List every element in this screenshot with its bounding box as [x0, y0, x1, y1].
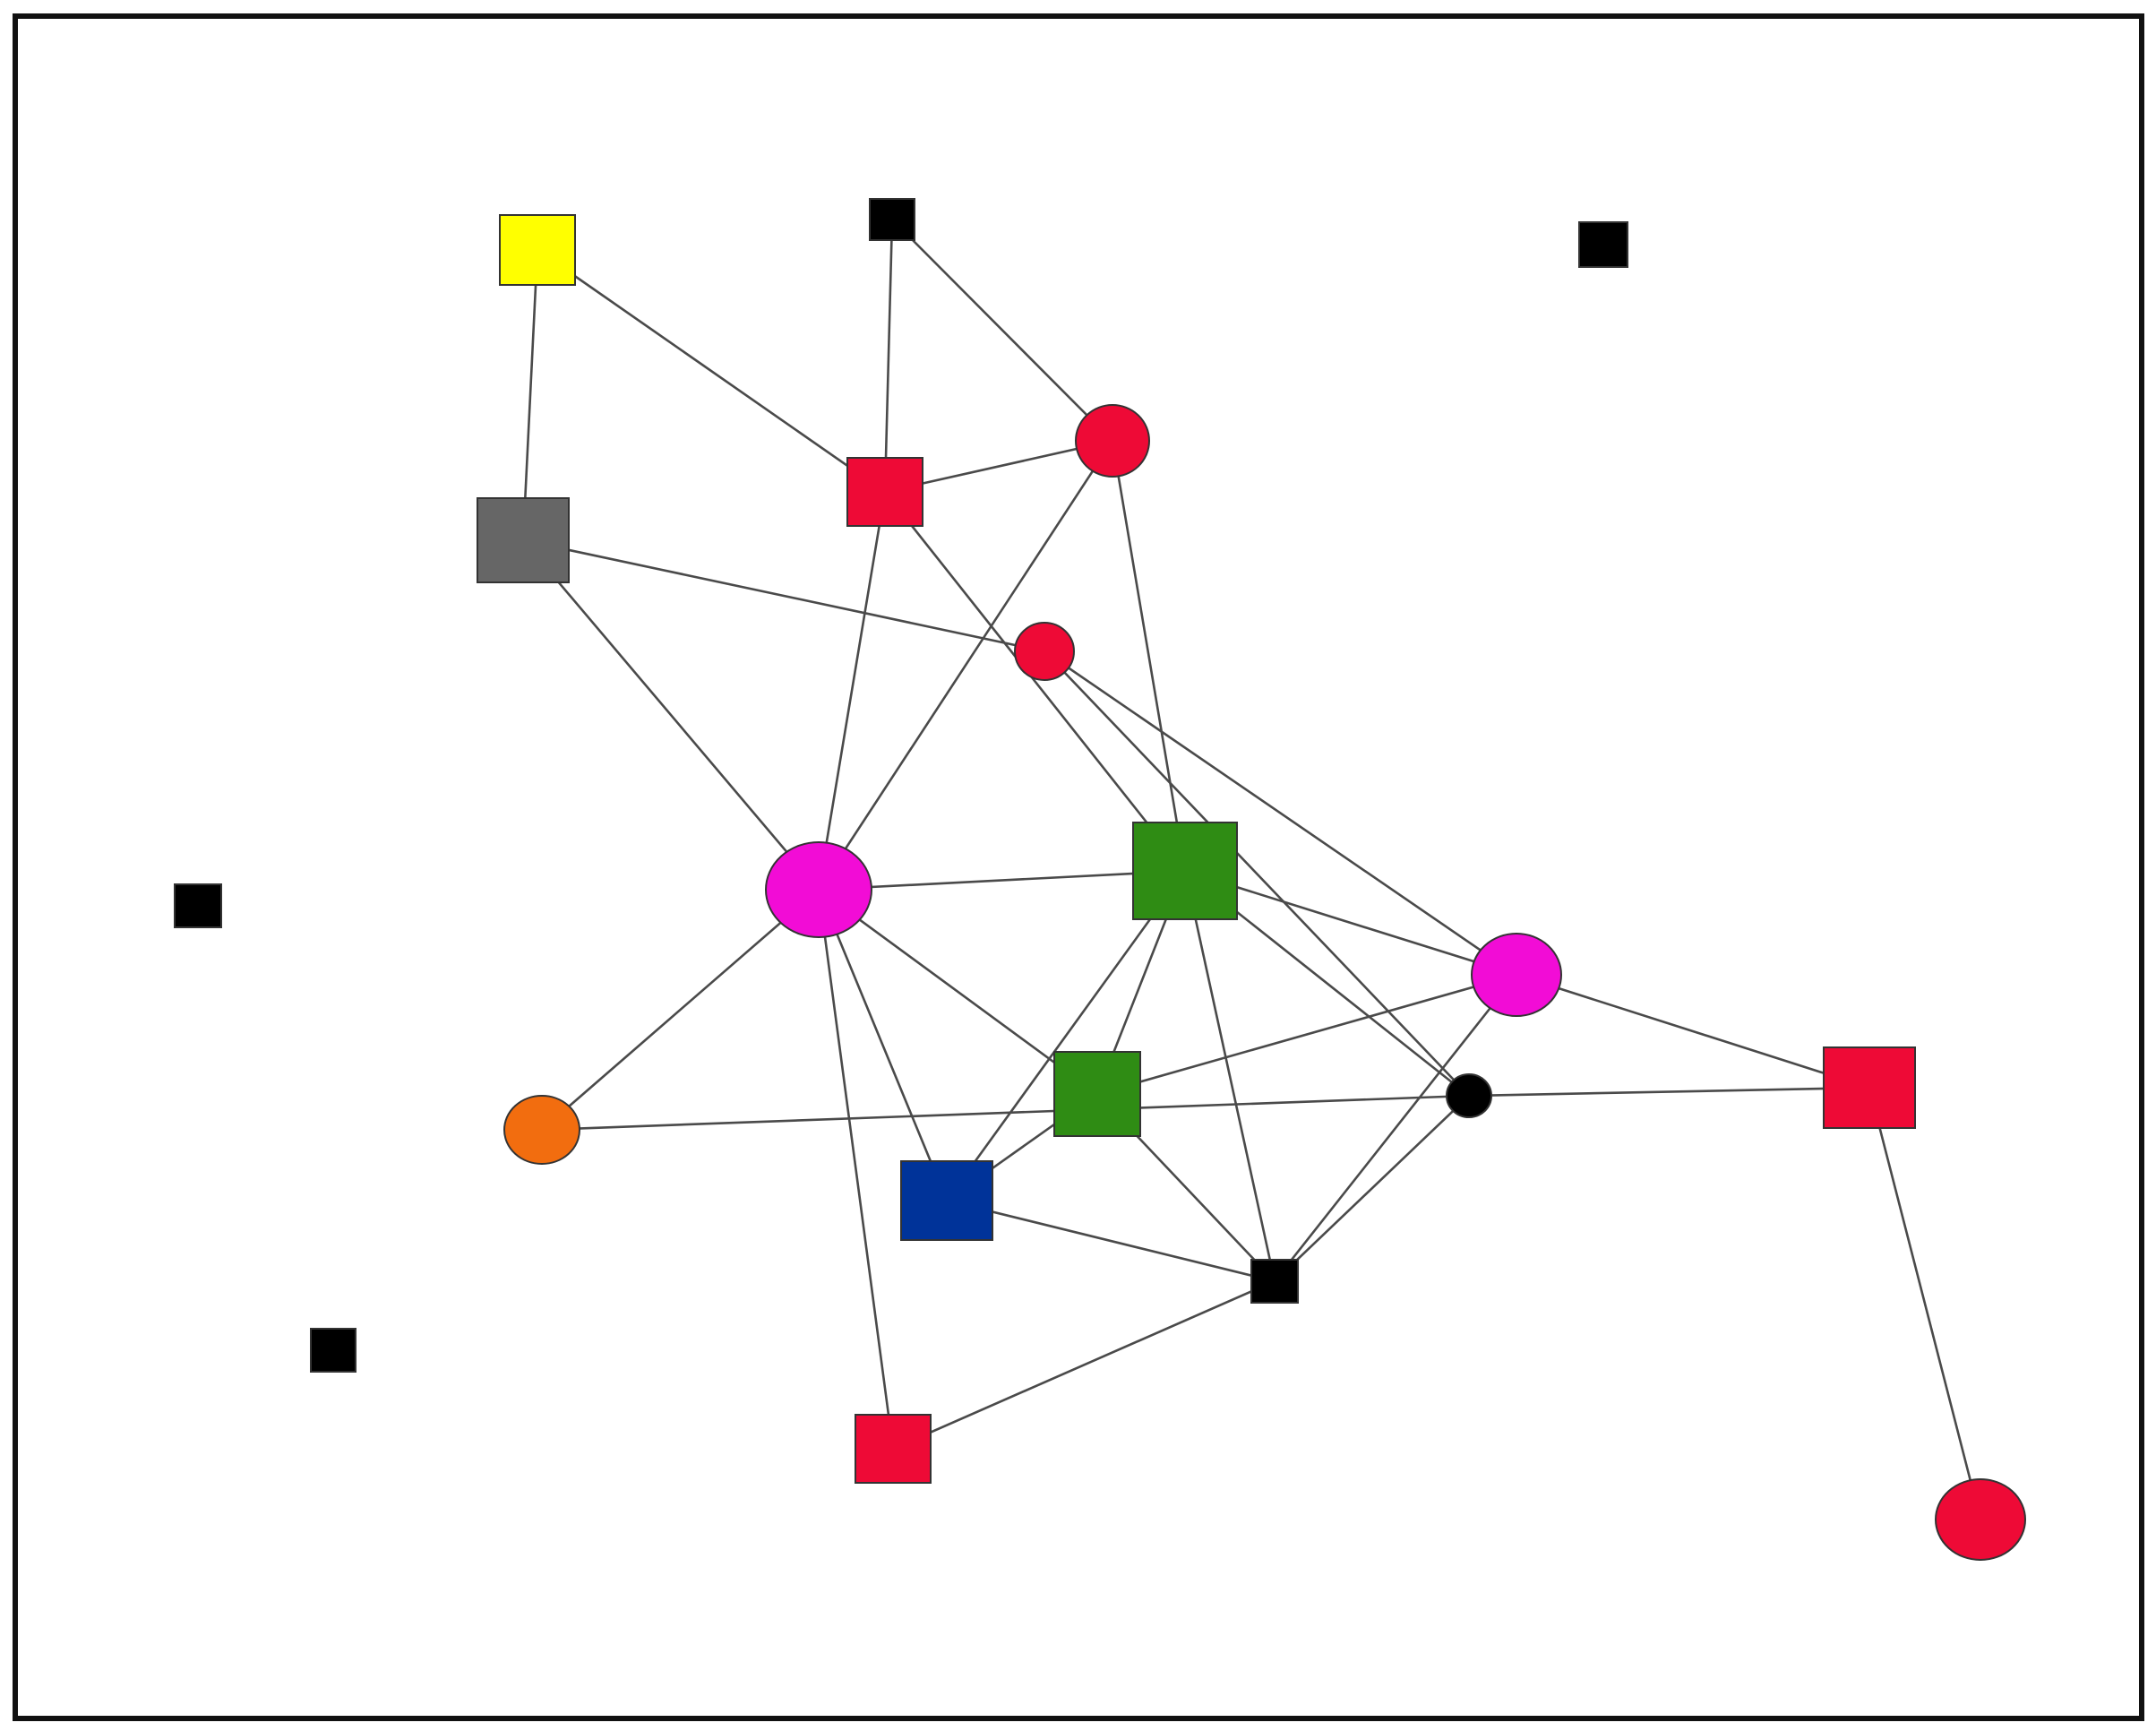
edge-n_red_square_top-n_magenta_big	[817, 491, 887, 891]
edge-n_red_circle_top-n_green_big	[1111, 440, 1187, 872]
node-magenta-right	[1471, 933, 1562, 1017]
edge-n_red_square_top-n_green_big	[883, 491, 1187, 872]
edge-n_magenta_big-n_green_small	[818, 888, 1098, 1096]
edges-layer	[521, 219, 1982, 1520]
edge-n_green_big-n_black_mid	[1183, 870, 1276, 1282]
edge-n_magenta_right-n_black_mid	[1273, 974, 1518, 1282]
node-black-left	[174, 883, 222, 928]
node-green-small	[1053, 1051, 1141, 1137]
node-black-topright	[1578, 221, 1628, 268]
edge-n_black_mid-n_red_square_bottom	[892, 1279, 1276, 1451]
edge-n_yellow-n_red_square_top	[537, 248, 886, 494]
edge-n_red_square_right-n_red_circle_bottom	[1868, 1087, 1982, 1520]
node-red-square-bottom	[855, 1414, 932, 1484]
edge-n_black_top-n_red_circle_top	[891, 219, 1113, 442]
diagram-frame	[13, 13, 2144, 1721]
edge-n_gray-n_red_circle_small	[522, 538, 1045, 653]
node-red-circle-bottom	[1935, 1478, 2026, 1561]
edge-n_red_circle_small-n_black_dot	[1044, 650, 1470, 1097]
edge-n_green_big-n_blue	[945, 870, 1187, 1201]
edge-n_magenta_big-n_red_square_bottom	[817, 889, 895, 1450]
edge-n_magenta_big-n_orange	[541, 889, 820, 1131]
edge-n_black_dot-n_red_square_right	[1468, 1086, 1870, 1098]
node-yellow	[499, 214, 576, 286]
edge-n_red_circle_top-n_magenta_big	[817, 440, 1114, 891]
node-black-top	[869, 198, 915, 241]
edge-n_black_dot-n_black_mid	[1274, 1095, 1470, 1282]
node-magenta-big	[765, 841, 872, 938]
node-black-dot	[1446, 1073, 1492, 1118]
node-red-circle-small	[1014, 622, 1075, 681]
node-gray	[477, 497, 570, 583]
node-blue	[900, 1160, 993, 1241]
node-red-square-right	[1823, 1046, 1916, 1129]
node-orange	[503, 1095, 580, 1165]
node-green-big	[1132, 822, 1238, 920]
edge-n_magenta_big-n_green_big	[818, 869, 1186, 891]
node-red-square-top	[846, 457, 923, 527]
nodes-layer	[174, 198, 2026, 1561]
node-red-circle-top	[1075, 404, 1150, 478]
node-black-bottomleft	[310, 1328, 356, 1373]
edge-n_yellow-n_gray	[521, 249, 539, 541]
edge-n_green_big-n_magenta_right	[1184, 869, 1517, 977]
node-black-mid	[1250, 1259, 1299, 1304]
edge-n_orange-n_black_dot	[541, 1094, 1470, 1132]
edge-n_blue-n_black_mid	[946, 1199, 1276, 1283]
edge-n_magenta_right-n_red_square_right	[1516, 973, 1870, 1089]
edge-n_red_circle_small-n_magenta_right	[1044, 650, 1517, 977]
edge-n_magenta_big-n_blue	[817, 889, 949, 1201]
edge-n_gray-n_magenta_big	[522, 539, 820, 891]
edge-n_black_top-n_red_square_top	[883, 219, 894, 493]
edge-n_magenta_right-n_green_small	[1096, 973, 1517, 1096]
